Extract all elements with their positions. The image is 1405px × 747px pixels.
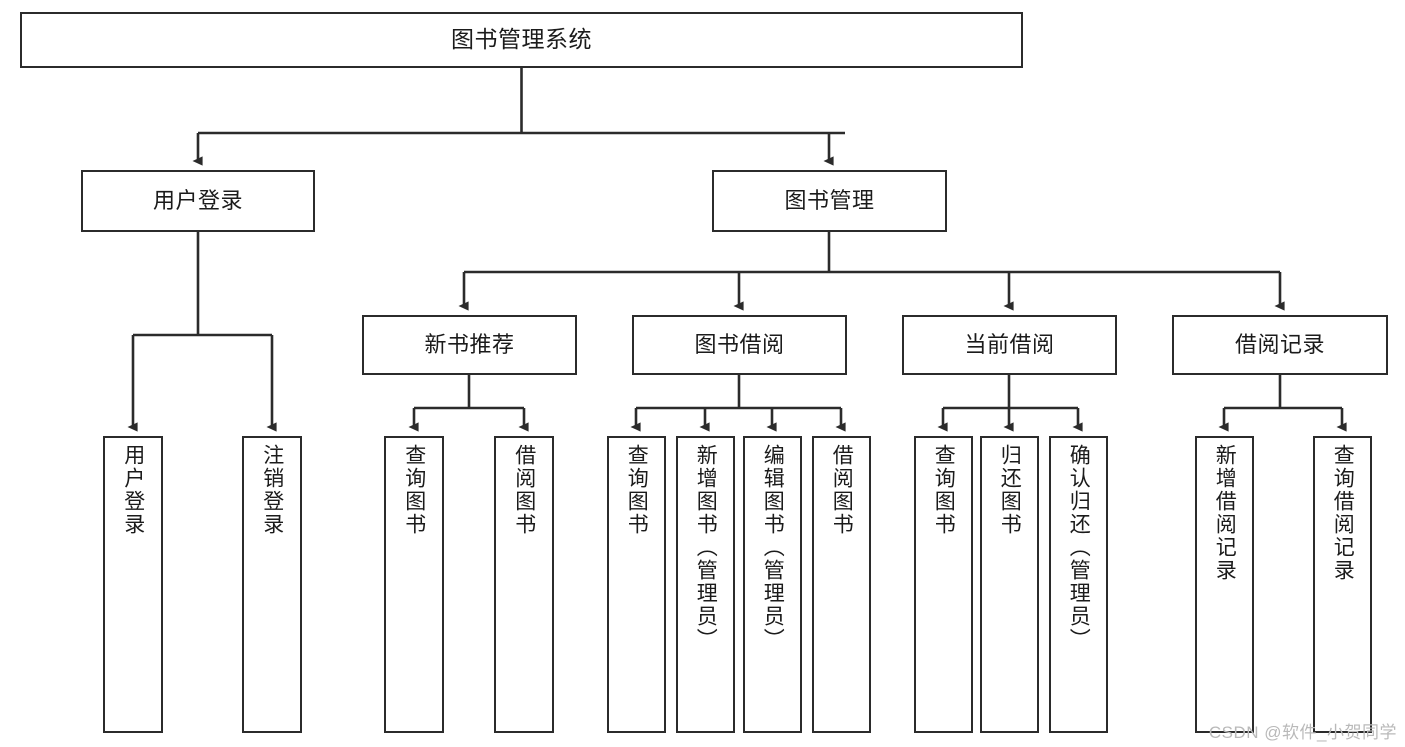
node-leaf-query-book-3[interactable]: 查询图书 [914, 436, 973, 733]
node-borrow-record-label: 借阅记录 [1234, 332, 1325, 358]
node-leaf-user-login[interactable]: 用户登录 [103, 436, 163, 733]
node-leaf-add-book-label: 新增图书（管理员） [694, 444, 718, 651]
node-leaf-query-book-2-label: 查询图书 [625, 444, 649, 536]
node-leaf-query-record[interactable]: 查询借阅记录 [1313, 436, 1372, 733]
node-leaf-add-record-label: 新增借阅记录 [1213, 444, 1237, 582]
node-leaf-confirm-return-label: 确认归还（管理员） [1067, 444, 1091, 651]
node-book-borrow[interactable]: 图书借阅 [632, 315, 847, 375]
node-leaf-return-book[interactable]: 归还图书 [980, 436, 1039, 733]
node-book-borrow-label: 图书借阅 [694, 332, 785, 358]
node-leaf-query-record-label: 查询借阅记录 [1331, 444, 1355, 582]
node-user-login-label: 用户登录 [152, 188, 243, 214]
node-leaf-borrow-book-1-label: 借阅图书 [512, 444, 536, 536]
node-leaf-add-book[interactable]: 新增图书（管理员） [676, 436, 735, 733]
node-root-label: 图书管理系统 [451, 26, 592, 53]
node-leaf-add-record[interactable]: 新增借阅记录 [1195, 436, 1254, 733]
node-leaf-query-book-2[interactable]: 查询图书 [607, 436, 666, 733]
node-user-login[interactable]: 用户登录 [81, 170, 315, 232]
node-book-management-label: 图书管理 [784, 188, 875, 214]
node-new-book-recommend-label: 新书推荐 [424, 332, 515, 358]
node-leaf-logout-login[interactable]: 注销登录 [242, 436, 302, 733]
node-leaf-user-login-label: 用户登录 [121, 444, 145, 536]
node-leaf-borrow-book-2[interactable]: 借阅图书 [812, 436, 871, 733]
node-leaf-return-book-label: 归还图书 [998, 444, 1022, 536]
watermark-text: CSDN @软件_小贺同学 [1208, 723, 1397, 742]
node-current-borrow[interactable]: 当前借阅 [902, 315, 1117, 375]
node-leaf-borrow-book-1[interactable]: 借阅图书 [494, 436, 554, 733]
node-borrow-record[interactable]: 借阅记录 [1172, 315, 1388, 375]
node-leaf-confirm-return[interactable]: 确认归还（管理员） [1049, 436, 1108, 733]
node-leaf-borrow-book-2-label: 借阅图书 [830, 444, 854, 536]
node-leaf-logout-login-label: 注销登录 [260, 444, 284, 536]
node-leaf-query-book-3-label: 查询图书 [932, 444, 956, 536]
node-leaf-edit-book-label: 编辑图书（管理员） [761, 444, 785, 651]
node-new-book-recommend[interactable]: 新书推荐 [362, 315, 577, 375]
node-current-borrow-label: 当前借阅 [964, 332, 1055, 358]
node-root[interactable]: 图书管理系统 [20, 12, 1023, 68]
node-leaf-edit-book[interactable]: 编辑图书（管理员） [743, 436, 802, 733]
node-leaf-query-book-1[interactable]: 查询图书 [384, 436, 444, 733]
node-book-management[interactable]: 图书管理 [712, 170, 947, 232]
node-leaf-query-book-1-label: 查询图书 [402, 444, 426, 536]
